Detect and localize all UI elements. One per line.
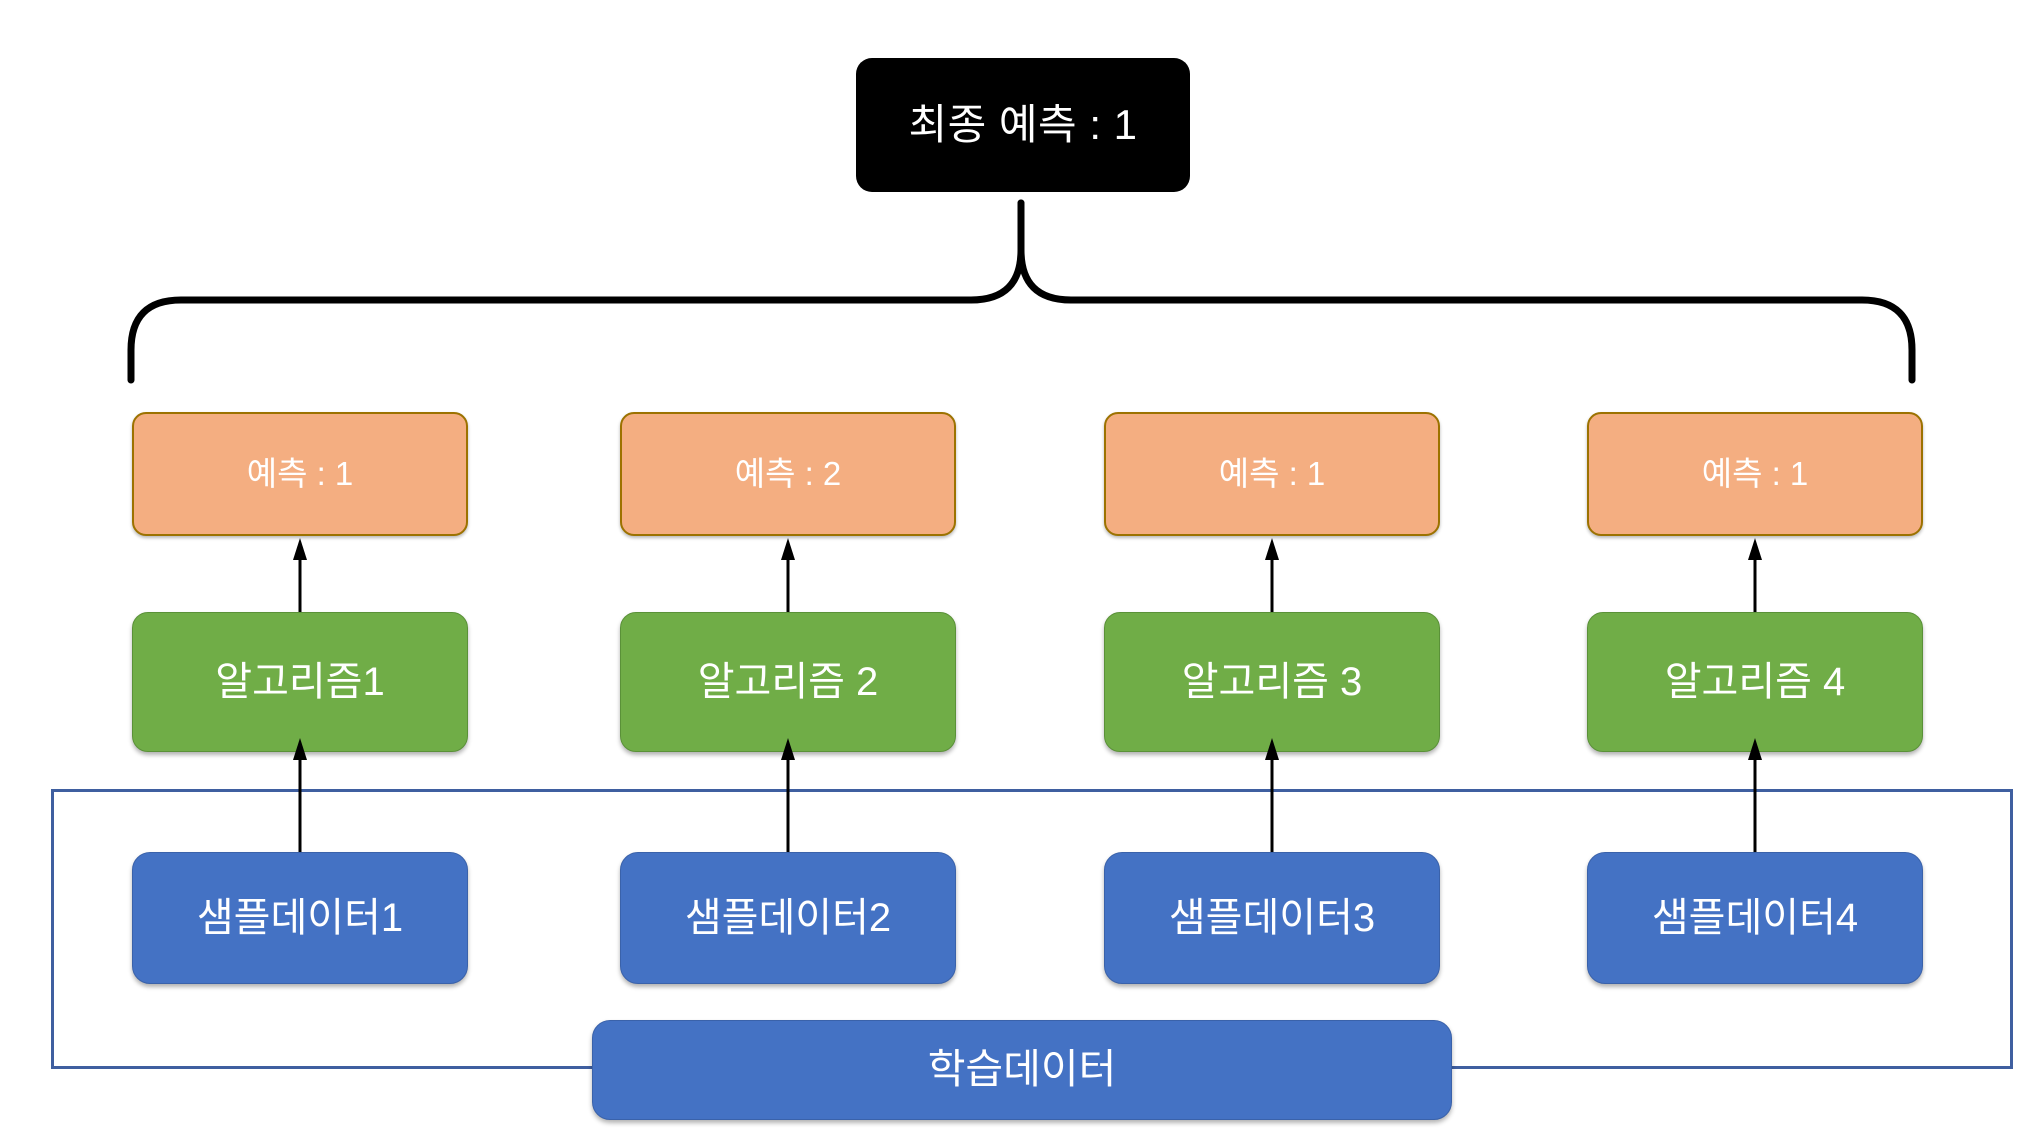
- final-prediction-label: 최종 예측 : 1: [908, 100, 1138, 148]
- prediction-node-4[interactable]: 예측 : 1: [1587, 412, 1923, 536]
- final-prediction-node[interactable]: 최종 예측 : 1: [856, 58, 1190, 192]
- training-data-node[interactable]: 학습데이터: [592, 1020, 1452, 1120]
- algorithm-node-3[interactable]: 알고리즘 3: [1104, 612, 1440, 752]
- prediction-label-1: 예측 : 1: [246, 455, 354, 493]
- sample-data-node-1[interactable]: 샘플데이터1: [132, 852, 468, 984]
- sample-data-label-1: 샘플데이터1: [196, 896, 404, 940]
- prediction-node-2[interactable]: 예측 : 2: [620, 412, 956, 536]
- algorithm-node-2[interactable]: 알고리즘 2: [620, 612, 956, 752]
- sample-data-node-2[interactable]: 샘플데이터2: [620, 852, 956, 984]
- sample-data-label-2: 샘플데이터2: [684, 896, 892, 940]
- prediction-node-3[interactable]: 예측 : 1: [1104, 412, 1440, 536]
- prediction-label-3: 예측 : 1: [1218, 455, 1326, 493]
- arrow-algorithm-to-prediction-3: [1265, 538, 1279, 612]
- algorithm-node-1[interactable]: 알고리즘1: [132, 612, 468, 752]
- algorithm-label-1: 알고리즘1: [215, 660, 385, 704]
- arrow-algorithm-to-prediction-4: [1748, 538, 1762, 612]
- training-data-label: 학습데이터: [927, 1046, 1117, 1093]
- curly-brace-icon: [127, 199, 1916, 384]
- algorithm-node-4[interactable]: 알고리즘 4: [1587, 612, 1923, 752]
- prediction-label-4: 예측 : 1: [1701, 455, 1809, 493]
- arrow-algorithm-to-prediction-2: [781, 538, 795, 612]
- sample-data-node-3[interactable]: 샘플데이터3: [1104, 852, 1440, 984]
- algorithm-label-3: 알고리즘 3: [1181, 660, 1363, 704]
- prediction-node-1[interactable]: 예측 : 1: [132, 412, 468, 536]
- algorithm-label-2: 알고리즘 2: [697, 660, 879, 704]
- prediction-label-2: 예측 : 2: [734, 455, 842, 493]
- sample-data-label-4: 샘플데이터4: [1651, 896, 1859, 940]
- algorithm-label-4: 알고리즘 4: [1664, 660, 1846, 704]
- sample-data-node-4[interactable]: 샘플데이터4: [1587, 852, 1923, 984]
- sample-data-label-3: 샘플데이터3: [1168, 896, 1376, 940]
- arrow-algorithm-to-prediction-1: [293, 538, 307, 612]
